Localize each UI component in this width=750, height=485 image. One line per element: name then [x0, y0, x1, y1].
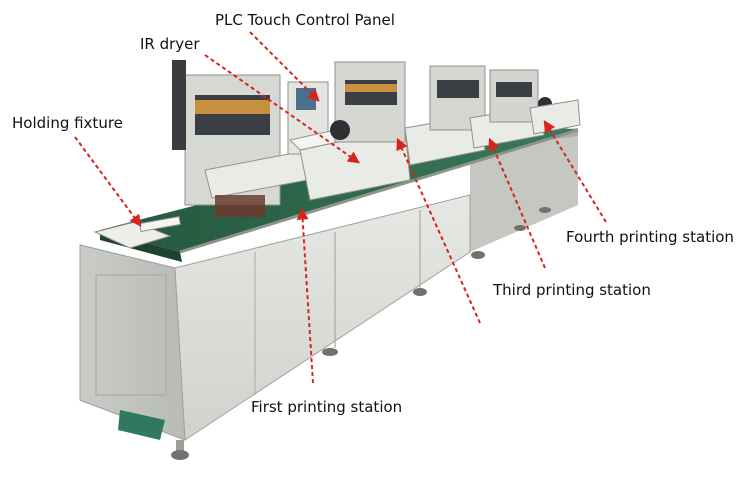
- label-holding-fixture: Holding fixture: [12, 114, 123, 132]
- arrow-fourth-station: [543, 119, 607, 223]
- label-plc-touch-control-panel: PLC Touch Control Panel: [215, 11, 395, 29]
- station-1: [172, 60, 329, 217]
- machine-cabinet: [79, 194, 471, 441]
- arrow-second-station: [396, 137, 481, 324]
- callout-arrows: [74, 31, 607, 384]
- arrow-first-station: [296, 207, 314, 384]
- arrow-plc-panel: [249, 31, 320, 102]
- arrow-holding-fixture: [74, 136, 142, 227]
- station-4: [489, 69, 581, 135]
- arrow-ir-dryer: [204, 54, 360, 164]
- label-first-printing-station: First printing station: [251, 398, 403, 416]
- label-ir-dryer: IR dryer: [140, 35, 200, 53]
- label-third-printing-station: Third printing station: [493, 281, 651, 299]
- station-3: [429, 65, 545, 149]
- station-2: [330, 61, 486, 166]
- arrow-third-station: [488, 137, 546, 269]
- label-fourth-printing-station: Fourth printing station: [566, 228, 734, 246]
- machine-feet: [118, 207, 551, 460]
- holding-fixture: [93, 216, 181, 249]
